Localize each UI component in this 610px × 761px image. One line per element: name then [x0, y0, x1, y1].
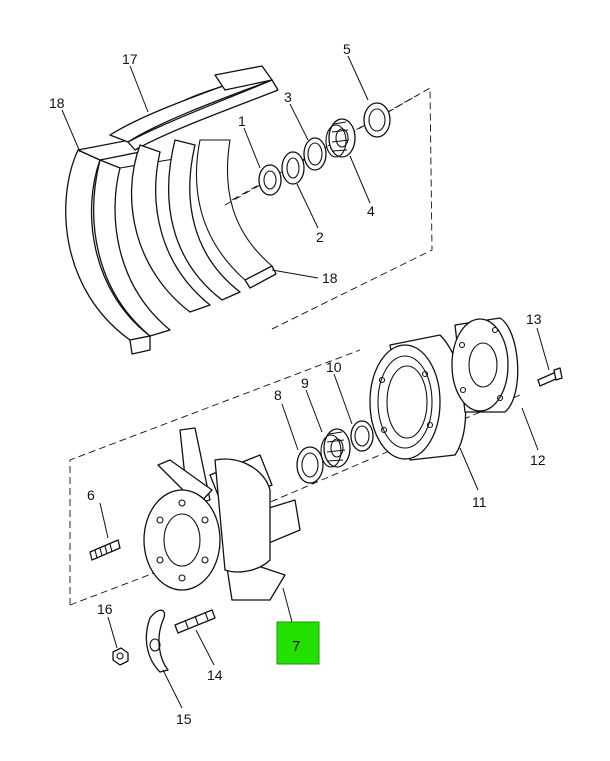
part-10-bearing-cup: [350, 420, 374, 452]
part-13-bolt: [537, 367, 563, 387]
callouts: 1 2 3 4 5 6 8 9 10 11 12 13 14 15 16 17 …: [49, 41, 546, 727]
part-8-bearing-cup: [296, 446, 324, 484]
part-1-seal: [258, 164, 282, 196]
callout-11[interactable]: 11: [472, 494, 487, 510]
callout-15[interactable]: 15: [176, 711, 192, 727]
callout-17[interactable]: 17: [122, 51, 138, 67]
brake-shoe-17: [109, 71, 279, 313]
part-12-flange: [451, 317, 519, 413]
callout-13[interactable]: 13: [526, 311, 542, 327]
part-15-lever: [145, 609, 169, 673]
callout-10[interactable]: 10: [326, 359, 342, 375]
callout-18-upper[interactable]: 18: [49, 95, 65, 111]
part-9-bearing-cone: [320, 428, 351, 468]
part-5-bearing-cup: [363, 102, 391, 138]
callout-5[interactable]: 5: [343, 41, 351, 57]
callout-3[interactable]: 3: [284, 89, 292, 105]
lower-axis-line: [169, 394, 521, 546]
shoe-top-end: [214, 65, 273, 91]
callout-6[interactable]: 6: [87, 487, 95, 503]
callout-18-lower[interactable]: 18: [322, 270, 338, 286]
part-6-stud: [89, 539, 121, 561]
callout-14[interactable]: 14: [207, 667, 223, 683]
callout-4[interactable]: 4: [367, 203, 375, 219]
upper-dashed-boundary: [231, 87, 433, 331]
part-16-nut: [112, 647, 129, 666]
part-2-washer: [281, 151, 305, 185]
callout-16[interactable]: 16: [97, 601, 113, 617]
part-14-pin: [174, 609, 216, 634]
callout-8[interactable]: 8: [274, 387, 282, 403]
part-7-hub: [143, 427, 301, 601]
callout-1[interactable]: 1: [238, 113, 246, 129]
callout-7[interactable]: 7: [292, 638, 300, 655]
shoe-anchor-end: [244, 265, 277, 289]
lower-assembly: [69, 317, 563, 673]
part-4-bearing-cone: [325, 118, 356, 158]
highlight-part-7-box[interactable]: [276, 621, 320, 665]
callout-9[interactable]: 9: [301, 375, 309, 391]
callout-12[interactable]: 12: [530, 452, 546, 468]
upper-assembly: [65, 65, 433, 355]
leader-lines: [61, 55, 550, 709]
part-3-bearing-cup: [303, 137, 327, 171]
part-11-drum: [369, 334, 467, 461]
callout-2[interactable]: 2: [316, 229, 324, 245]
